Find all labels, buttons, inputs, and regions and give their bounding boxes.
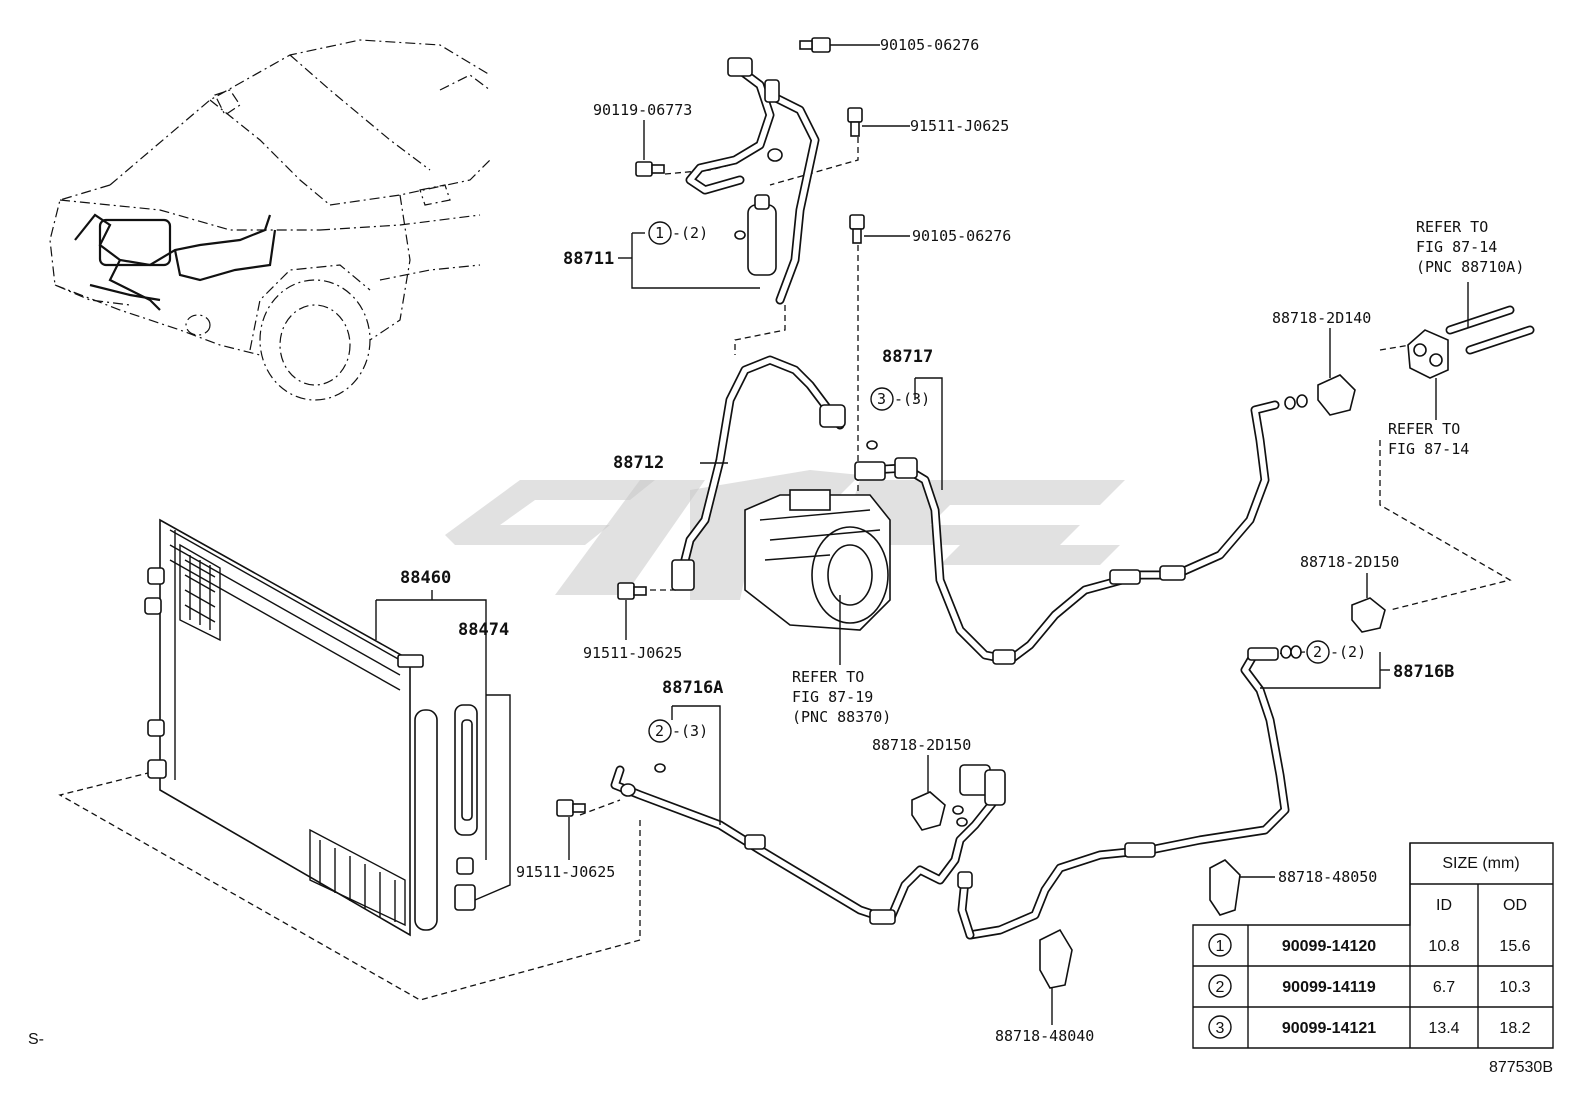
label-88716B: 88716B [1393,662,1454,682]
table-row-1-od: 15.6 [1499,938,1530,955]
clamp-88718-48040 [1039,928,1073,1025]
table-row-3-mark: 3 [1216,1020,1225,1037]
label-88716A: 88716A [662,678,723,698]
table-row-3-part: 90099-14121 [1282,1020,1376,1037]
table-row-1-part: 90099-14120 [1282,938,1376,955]
receiver-dryer-assembly [685,57,820,305]
table-row-2-part: 90099-14119 [1282,979,1376,996]
label-refer-8714a-line2: FIG 87-14 [1416,238,1497,256]
bolt-90105-06276-mid [849,214,910,244]
label-refer-8714a-line3: (PNC 88710A) [1416,258,1524,276]
label-refer-8719-line3: (PNC 88370) [792,708,891,726]
table-row-1-mark: 1 [1216,938,1225,955]
bolt-90105-06276-top [799,37,880,53]
clamp-88718-2D150-mid [911,755,946,831]
discharge-pipe-88716A [610,705,1006,940]
bolt-91511-J0625-bot [556,799,586,860]
clamp-88718-2D150-right [1351,573,1386,633]
clamp-88718-48050 [1209,859,1275,916]
label-refer-8714b-line2: FIG 87-14 [1388,440,1469,458]
table-row-3-od: 18.2 [1499,1020,1530,1037]
circle-1-label: 1 [655,224,664,242]
condenser-fins [179,543,406,927]
bolt-91511-J0625-mid [617,582,647,640]
part-labels: 90105-06276 90119-06773 91511-J0625 9010… [400,36,1524,1045]
label-90105-06276-mid: 90105-06276 [912,227,1011,245]
label-refer-8714a-line1: REFER TO [1416,218,1488,236]
label-91511-J0625-top: 91511-J0625 [910,117,1009,135]
label-88460: 88460 [400,568,451,588]
watermark-logo [445,470,1125,600]
circle-3-label: 3 [877,390,886,408]
label-refer-8719-line2: FIG 87-19 [792,688,873,706]
bracket-88711 [618,221,760,289]
circle-2-label-a: 2 [655,722,664,740]
label-88717-ref: -(3) [894,390,930,408]
liquid-pipe-88716B [965,640,1390,940]
figure-code: 877530B [1489,1059,1553,1076]
circle-2-label-b: 2 [1313,643,1322,661]
label-90119-06773: 90119-06773 [593,101,692,119]
footer-left-code: S- [28,1031,44,1048]
table-row-2-id: 6.7 [1433,979,1455,996]
label-90105-06276-top: 90105-06276 [880,36,979,54]
label-88718-48050: 88718-48050 [1278,868,1377,886]
label-88711-ref: -(2) [672,224,708,242]
bolt-90119-06773 [635,120,665,177]
condenser [144,518,511,937]
label-88718-48040: 88718-48040 [995,1027,1094,1045]
clamp-88718-2D140 [1317,328,1356,416]
table-row-3-id: 13.4 [1428,1020,1459,1037]
bracket-88717 [870,377,943,490]
table-row-2-mark: 2 [1216,979,1225,996]
size-table: SIZE (mm) ID OD 1 90099-14120 10.8 15.6 … [1192,842,1554,1049]
table-col-id: ID [1436,897,1452,914]
label-91511-J0625-mid: 91511-J0625 [583,644,682,662]
label-88712: 88712 [613,453,664,473]
label-refer-8719-line1: REFER TO [792,668,864,686]
label-88474: 88474 [458,620,509,640]
suction-pipe [992,394,1308,665]
table-col-od: OD [1503,897,1527,914]
label-refer-8714b-line1: REFER TO [1388,420,1460,438]
compressor [671,355,1015,665]
label-88716A-ref: -(3) [672,722,708,740]
label-88718-2D150-right: 88718-2D150 [1300,553,1399,571]
bolt-91511-J0625-top [847,107,910,137]
label-88716B-ref: -(2) [1330,643,1366,661]
label-88711: 88711 [563,249,614,269]
table-header-size: SIZE (mm) [1442,855,1519,872]
label-88718-2D140: 88718-2D140 [1272,309,1371,327]
label-91511-J0625-bot: 91511-J0625 [516,863,615,881]
pipe-end-88716A [620,783,636,797]
vehicle-illustration [49,39,491,401]
label-88718-2D150-mid: 88718-2D150 [872,736,971,754]
connector-refer-8714 [1407,282,1535,420]
table-row-1-id: 10.8 [1428,938,1459,955]
label-88717: 88717 [882,347,933,367]
table-row-2-od: 10.3 [1499,979,1530,996]
